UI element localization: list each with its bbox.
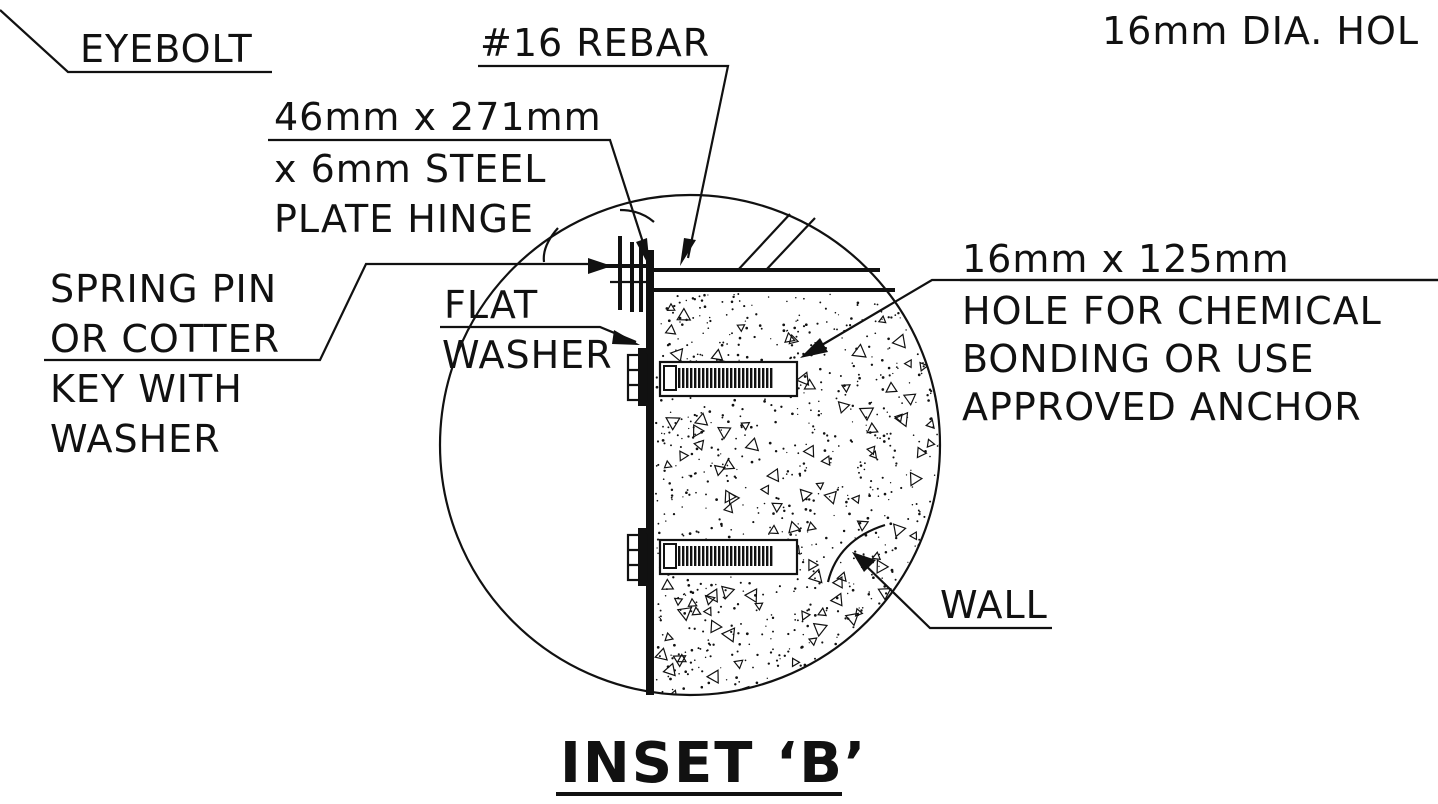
plate-label-line-2: x 6mm STEEL: [274, 147, 546, 191]
hole-label-line-3: BONDING OR USE: [962, 337, 1315, 381]
eyebolt-label: EYEBOLT: [80, 27, 253, 71]
rebar-diagonal-2: [765, 217, 816, 271]
wall-label: WALL: [940, 583, 1048, 627]
steel-plate-hinge: [646, 250, 654, 695]
detail-circle: [438, 193, 942, 697]
spring-pin-label-line-1: SPRING PIN: [50, 267, 277, 311]
hole-label-line-2: HOLE FOR CHEMICAL: [962, 289, 1382, 333]
spring-pin-label-line-4: WASHER: [50, 417, 221, 461]
hole-label-line-4: APPROVED ANCHOR: [962, 385, 1362, 429]
concrete-stipple: [654, 293, 940, 695]
spring-pin-label-line-3: KEY WITH: [50, 367, 243, 411]
concrete-wall: [652, 288, 940, 695]
rebar-diagonal-1: [737, 213, 791, 271]
flat-washer-label-line-2: WASHER: [442, 333, 613, 377]
inset-title: INSET ‘B’: [560, 731, 867, 796]
spring-pin-label-line-2: OR COTTER: [50, 317, 280, 361]
anchor-bolt-lower: [626, 528, 799, 586]
hole-label-line-1: 16mm x 125mm: [962, 237, 1290, 281]
rebar-label: #16 REBAR: [480, 21, 710, 65]
plate-label-line-3: PLATE HINGE: [274, 197, 534, 241]
plate-label-line-1: 46mm x 271mm: [274, 95, 602, 139]
hole-diameter-label: 16mm DIA. HOL: [1102, 9, 1419, 53]
flat-washer-label-line-1: FLAT: [444, 283, 538, 327]
anchor-bolt-upper: [626, 348, 799, 406]
